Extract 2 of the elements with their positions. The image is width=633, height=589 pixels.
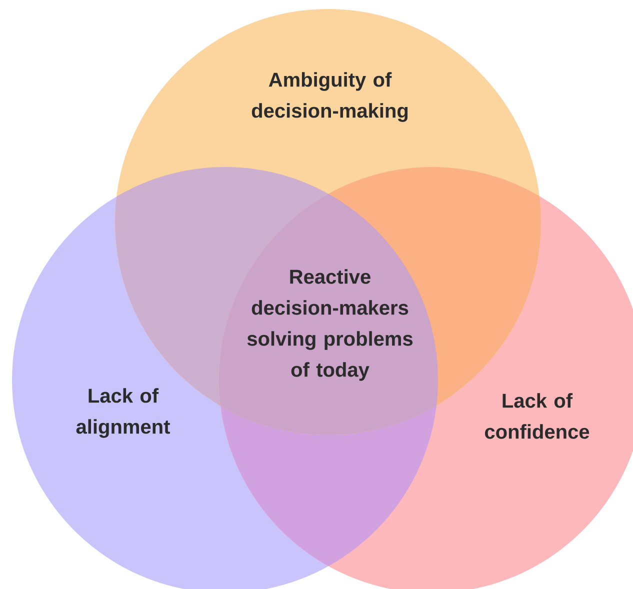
node-label: Ambiguity of decision-making [252, 72, 408, 122]
center-text: Reactive decision-makers solving problems of today [247, 269, 413, 381]
